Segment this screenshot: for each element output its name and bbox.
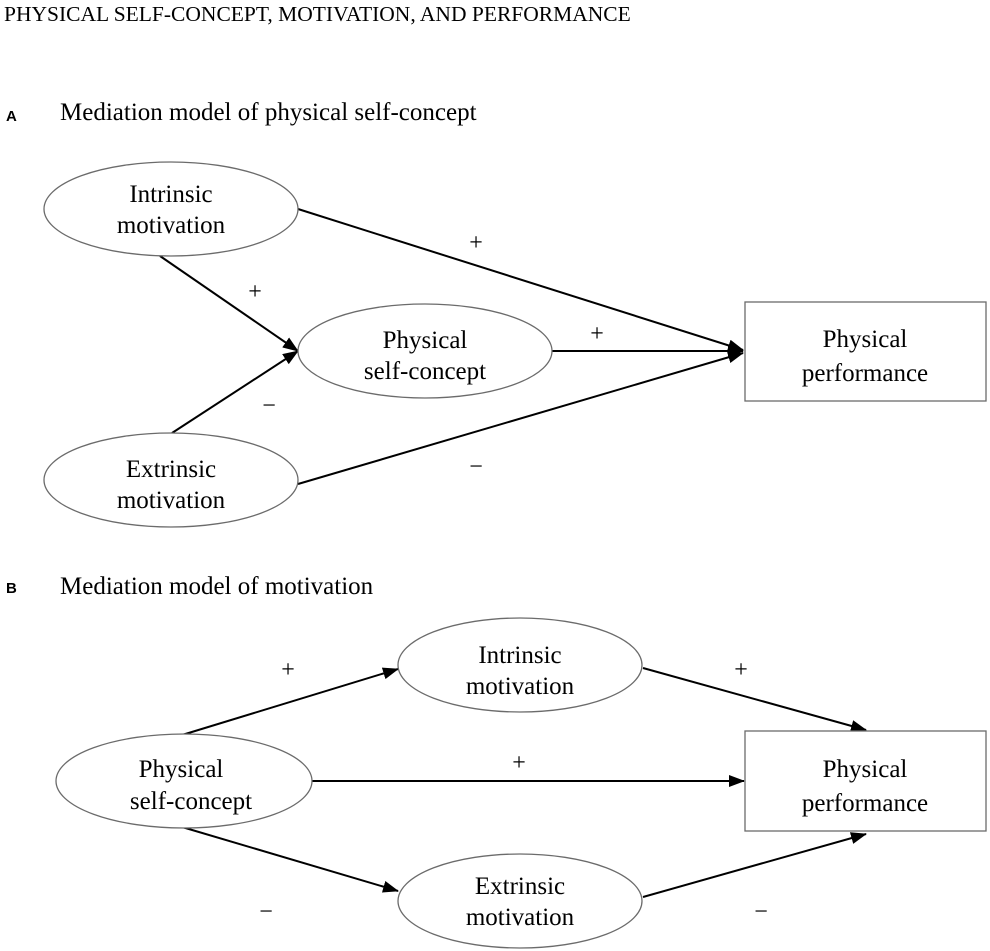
panel-b: B Mediation model of motivation + + + − … [6,573,987,949]
node-b-intrinsic-motivation: Intrinsic motivation [397,617,643,713]
node-b-physical-self-concept: Physical self-concept [55,733,313,829]
sign-a-self-concept-to-performance: + [590,321,604,347]
sign-a-intrinsic-to-self-concept: + [248,279,262,305]
sign-b-extrinsic-to-performance: − [754,899,768,925]
node-b-intrinsic-line2: motivation [466,673,575,700]
node-b-extrinsic-line2: motivation [466,904,575,931]
edge-a-intrinsic-to-self-concept [159,255,299,352]
sign-b-self-concept-to-performance: + [512,750,526,776]
panel-b-letter: B [6,580,17,597]
edge-a-extrinsic-to-performance [297,351,744,485]
node-b-self-concept-line2: self-concept [130,788,252,815]
node-a-extrinsic-line2: motivation [117,487,226,514]
node-a-performance-line1: Physical [823,326,908,353]
node-a-intrinsic-motivation: Intrinsic motivation [43,161,299,257]
figure-header: PHYSICAL SELF-CONCEPT, MOTIVATION, AND P… [4,2,631,26]
node-a-performance-line2: performance [802,360,928,387]
panel-a-title: Mediation model of physical self-concept [60,99,477,126]
panel-b-title: Mediation model of motivation [60,573,374,600]
sign-a-extrinsic-to-performance: − [469,454,483,480]
node-b-performance-line2: performance [802,790,928,817]
node-b-extrinsic-motivation: Extrinsic motivation [397,853,643,949]
edge-b-self-concept-to-extrinsic [181,826,399,893]
edge-b-self-concept-to-intrinsic [181,667,399,736]
edge-a-extrinsic-to-self-concept [171,350,299,434]
node-b-intrinsic-line1: Intrinsic [478,642,561,669]
node-a-self-concept-line1: Physical [383,327,468,354]
node-a-extrinsic-motivation: Extrinsic motivation [43,432,299,528]
node-a-extrinsic-line1: Extrinsic [126,456,216,483]
sign-b-self-concept-to-extrinsic: − [259,899,273,925]
edge-b-intrinsic-to-performance [642,667,867,732]
panel-a-letter: A [6,108,17,125]
node-a-intrinsic-line1: Intrinsic [129,181,212,208]
sign-b-intrinsic-to-performance: + [734,657,748,683]
node-b-self-concept-line1: Physical [139,756,224,783]
node-a-physical-performance: Physical performance [744,301,987,402]
node-a-physical-self-concept: Physical self-concept [297,303,553,399]
panel-a: A Mediation model of physical self-conce… [6,99,987,528]
node-a-intrinsic-line2: motivation [117,212,226,239]
sign-a-extrinsic-to-self-concept: − [262,393,276,419]
node-b-performance-line1: Physical [823,756,908,783]
sign-b-self-concept-to-intrinsic: + [281,657,295,683]
node-a-self-concept-line2: self-concept [364,358,486,385]
node-b-physical-performance: Physical performance [744,730,987,832]
node-b-extrinsic-line1: Extrinsic [475,873,565,900]
edge-a-intrinsic-to-performance [297,208,744,352]
edge-b-extrinsic-to-performance [642,832,867,898]
sign-a-intrinsic-to-performance: + [469,230,483,256]
